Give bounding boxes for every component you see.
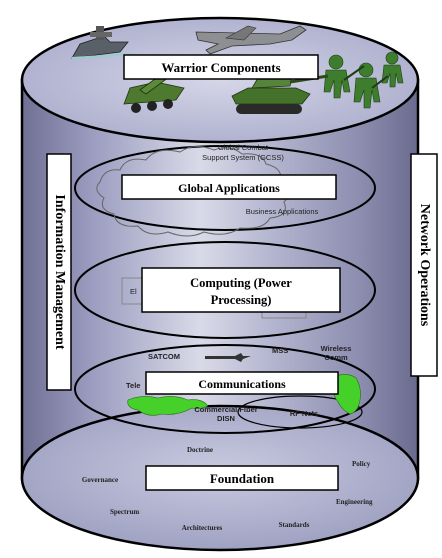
tele-label: Tele xyxy=(126,381,140,390)
doctrine-label: Doctrine xyxy=(187,446,213,454)
green-landmass-left xyxy=(127,396,209,416)
network-operations-label: Network Operations xyxy=(417,204,432,327)
soldiers-icon xyxy=(323,51,404,109)
communications-title: Communications xyxy=(198,377,286,391)
spectrum-label: Spectrum xyxy=(110,508,139,516)
architectures-label: Architectures xyxy=(182,524,223,532)
computing-box: Computing (Power Processing) xyxy=(141,267,341,313)
wireless-line1: Wireless xyxy=(321,344,352,353)
governance-label: Governance xyxy=(82,476,118,484)
information-management-box: Information Management xyxy=(46,153,72,391)
mss-label: MSS xyxy=(272,346,288,355)
wireless-line2: Comm xyxy=(324,353,348,362)
aircraft-carrier-icon xyxy=(71,26,133,59)
fighter-jet-icon xyxy=(195,25,307,55)
warrior-components-title: Warrior Components xyxy=(161,60,280,75)
aircraft-small-icon xyxy=(205,353,251,362)
foundation-box: Foundation xyxy=(145,465,339,491)
commercial-fiber-label: Commercial Fiber xyxy=(194,405,257,414)
policy-label: Policy xyxy=(352,460,371,468)
business-applications-label: Business Applications xyxy=(246,207,319,216)
communications-box: Communications xyxy=(145,371,339,395)
standards-label: Standards xyxy=(279,521,310,529)
rf-nets-label: RF Nets xyxy=(290,409,318,418)
disn-label: DISN xyxy=(217,414,235,423)
network-operations-box: Network Operations xyxy=(410,153,438,377)
warrior-components-box: Warrior Components xyxy=(123,54,319,80)
information-management-label: Information Management xyxy=(52,194,67,349)
computing-title-line1: Computing (Power xyxy=(190,276,292,290)
gcss-line2: Support System (GCSS) xyxy=(202,153,284,162)
green-landmass-right xyxy=(333,374,361,415)
warrior-illustrations xyxy=(71,25,404,114)
global-applications-box: Global Applications xyxy=(121,174,337,200)
engineering-label: Engineering xyxy=(336,498,373,506)
global-applications-layer xyxy=(74,145,376,237)
satcom-label: SATCOM xyxy=(148,352,180,361)
global-applications-title: Global Applications xyxy=(178,181,280,195)
computing-title-line2: Processing) xyxy=(211,293,272,307)
gcss-line1: Global Combat xyxy=(218,143,269,152)
communications-layer xyxy=(74,344,376,434)
el-fragment-label: El xyxy=(130,287,137,296)
foundation-title: Foundation xyxy=(210,471,275,486)
